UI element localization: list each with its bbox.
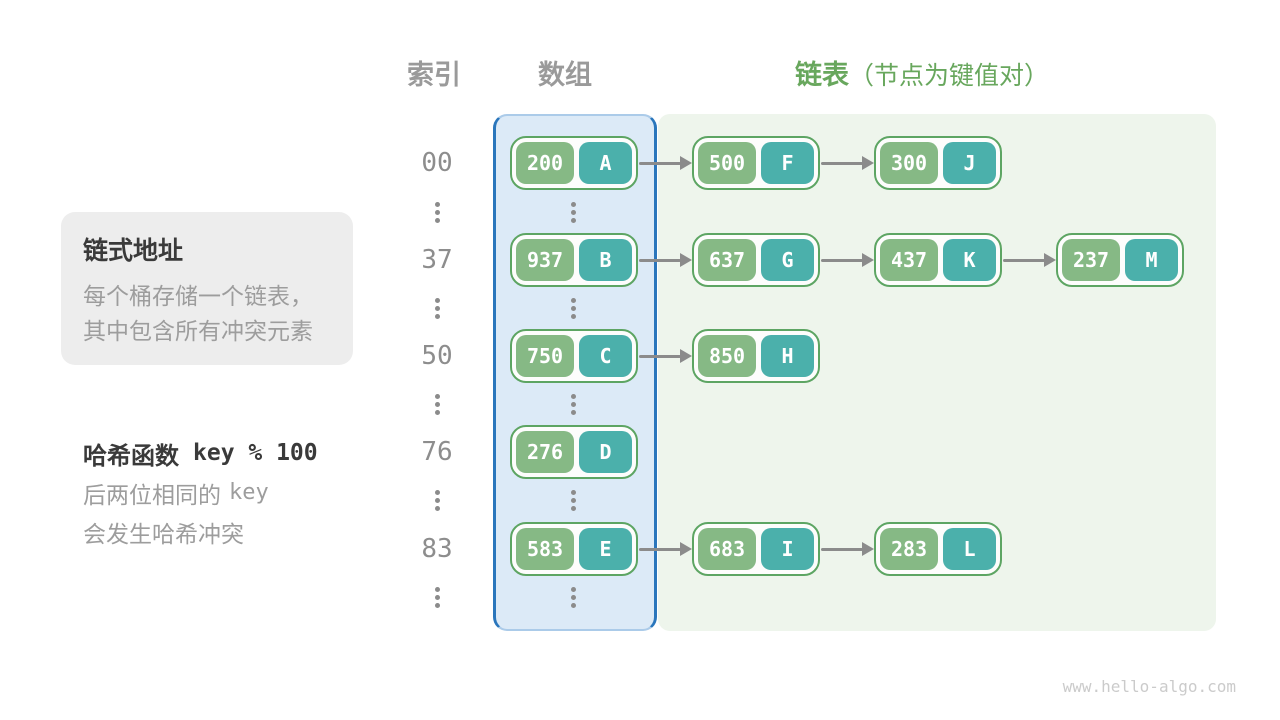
vertical-ellipsis bbox=[435, 202, 440, 207]
header-index-label: 索引 bbox=[407, 60, 461, 90]
key-value-node: 683 I bbox=[692, 522, 820, 576]
hash-function-label: 哈希函数 bbox=[83, 442, 179, 470]
key-value-node: 200 A bbox=[510, 136, 638, 190]
vertical-ellipsis bbox=[435, 298, 440, 303]
hash-note-line-1: 后两位相同的 key bbox=[83, 473, 318, 512]
node-value-cell: M bbox=[1125, 239, 1178, 281]
arrow-icon bbox=[820, 233, 874, 287]
vertical-ellipsis bbox=[435, 394, 440, 399]
vertical-ellipsis bbox=[435, 490, 440, 495]
node-value-cell: J bbox=[943, 142, 996, 184]
key-value-node: 300 J bbox=[874, 136, 1002, 190]
arrow-icon bbox=[638, 136, 692, 190]
bucket-row: 276 D bbox=[510, 425, 638, 479]
arrow-icon bbox=[638, 522, 692, 576]
node-key-cell: 237 bbox=[1062, 239, 1120, 281]
node-key-cell: 500 bbox=[698, 142, 756, 184]
bucket-row: 750 C 850 H bbox=[510, 329, 820, 383]
info-box-line-2: 其中包含所有冲突元素 bbox=[83, 318, 313, 344]
bucket-row: 200 A 500 F 300 J bbox=[510, 136, 1002, 190]
vertical-ellipsis bbox=[571, 490, 576, 495]
key-value-node: 437 K bbox=[874, 233, 1002, 287]
node-key-cell: 200 bbox=[516, 142, 574, 184]
node-key-cell: 937 bbox=[516, 239, 574, 281]
node-key-cell: 283 bbox=[880, 528, 938, 570]
key-value-node: 850 H bbox=[692, 329, 820, 383]
key-value-node: 283 L bbox=[874, 522, 1002, 576]
key-value-node: 637 G bbox=[692, 233, 820, 287]
hash-function-heading: 哈希函数 key % 100 bbox=[83, 433, 318, 473]
node-value-cell: K bbox=[943, 239, 996, 281]
bucket-row: 937 B 637 G 437 K 237 M bbox=[510, 233, 1184, 287]
vertical-ellipsis bbox=[435, 587, 440, 592]
hash-note-line-1-code: key bbox=[229, 480, 269, 505]
node-value-cell: H bbox=[761, 335, 814, 377]
key-value-node: 237 M bbox=[1056, 233, 1184, 287]
vertical-ellipsis bbox=[571, 587, 576, 592]
node-key-cell: 300 bbox=[880, 142, 938, 184]
vertical-ellipsis bbox=[571, 202, 576, 207]
node-value-cell: D bbox=[579, 431, 632, 473]
hash-function-note: 哈希函数 key % 100 后两位相同的 key 会发生哈希冲突 bbox=[83, 433, 318, 551]
info-box-line-1: 每个桶存储一个链表， bbox=[83, 283, 313, 309]
hash-function-formula: key % 100 bbox=[193, 440, 318, 466]
key-value-node: 276 D bbox=[510, 425, 638, 479]
index-label: 83 bbox=[421, 534, 453, 564]
hash-note-line-2-text: 会发生哈希冲突 bbox=[83, 520, 244, 547]
index-label: 50 bbox=[421, 341, 453, 371]
node-key-cell: 750 bbox=[516, 335, 574, 377]
header-array-label: 数组 bbox=[538, 60, 592, 90]
node-value-cell: G bbox=[761, 239, 814, 281]
node-value-cell: L bbox=[943, 528, 996, 570]
header-list-label-group: 链表 （节点为键值对） bbox=[795, 53, 1049, 92]
arrow-icon bbox=[638, 329, 692, 383]
arrow-icon bbox=[638, 233, 692, 287]
info-box: 链式地址 每个桶存储一个链表， 其中包含所有冲突元素 bbox=[61, 212, 353, 365]
index-label: 00 bbox=[421, 148, 453, 178]
arrow-icon bbox=[820, 522, 874, 576]
vertical-ellipsis bbox=[571, 394, 576, 399]
info-box-title: 链式地址 bbox=[83, 237, 184, 265]
node-value-cell: F bbox=[761, 142, 814, 184]
node-key-cell: 683 bbox=[698, 528, 756, 570]
hash-note-line-2: 会发生哈希冲突 bbox=[83, 512, 318, 551]
node-key-cell: 637 bbox=[698, 239, 756, 281]
node-value-cell: C bbox=[579, 335, 632, 377]
key-value-node: 937 B bbox=[510, 233, 638, 287]
node-key-cell: 437 bbox=[880, 239, 938, 281]
node-key-cell: 850 bbox=[698, 335, 756, 377]
node-value-cell: E bbox=[579, 528, 632, 570]
hash-note-line-1-text: 后两位相同的 bbox=[83, 481, 221, 508]
key-value-node: 750 C bbox=[510, 329, 638, 383]
arrow-icon bbox=[820, 136, 874, 190]
vertical-ellipsis bbox=[571, 298, 576, 303]
arrow-icon bbox=[1002, 233, 1056, 287]
node-key-cell: 583 bbox=[516, 528, 574, 570]
key-value-node: 500 F bbox=[692, 136, 820, 190]
watermark: www.hello-algo.com bbox=[1062, 677, 1236, 696]
node-value-cell: I bbox=[761, 528, 814, 570]
header-list-label: 链表 bbox=[795, 60, 849, 90]
key-value-node: 583 E bbox=[510, 522, 638, 576]
index-label: 76 bbox=[421, 437, 453, 467]
node-value-cell: B bbox=[579, 239, 632, 281]
bucket-row: 583 E 683 I 283 L bbox=[510, 522, 1002, 576]
header-list-note: （节点为键值对） bbox=[849, 62, 1050, 90]
index-label: 37 bbox=[421, 245, 453, 275]
node-value-cell: A bbox=[579, 142, 632, 184]
node-key-cell: 276 bbox=[516, 431, 574, 473]
